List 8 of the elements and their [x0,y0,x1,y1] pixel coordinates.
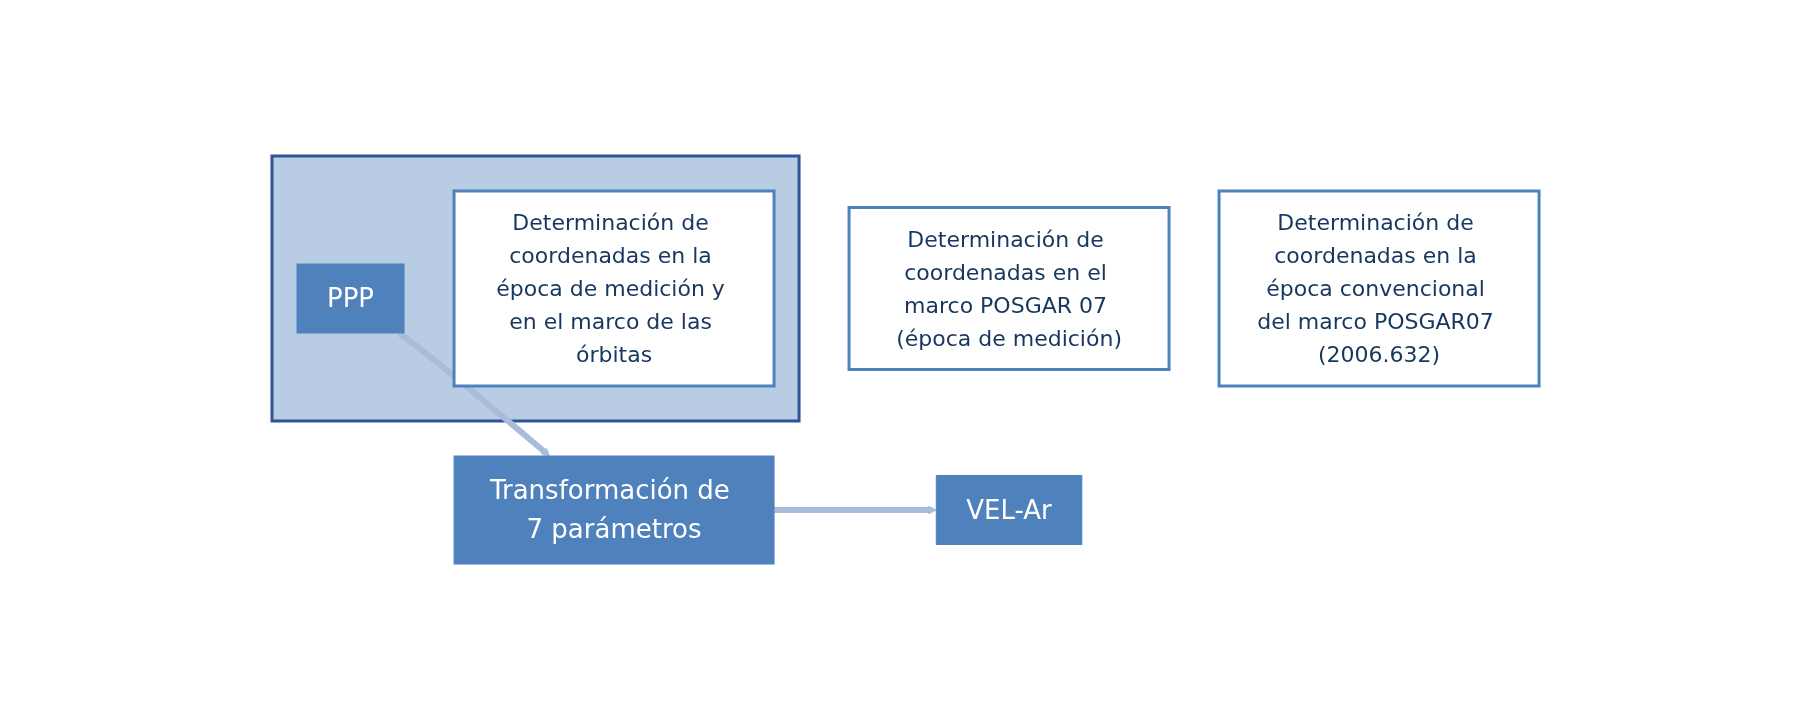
node-box: Transformación de 7 parámetros [454,455,775,564]
arrow [774,505,938,514]
cluster [270,154,801,422]
node-box: Determinación de coordenadas en la época de medición y en el marco de las órbitas [453,189,776,387]
node-box: Determinación de coordenadas en el marco POSGAR 07 (época de medición) [848,205,1171,371]
node-box: PPP [296,263,405,333]
node-box: Determinación de coordenadas en la época convencional del marco POSGAR07 (2006.632) [1218,189,1541,387]
node-box: VEL-Ar [936,474,1083,545]
